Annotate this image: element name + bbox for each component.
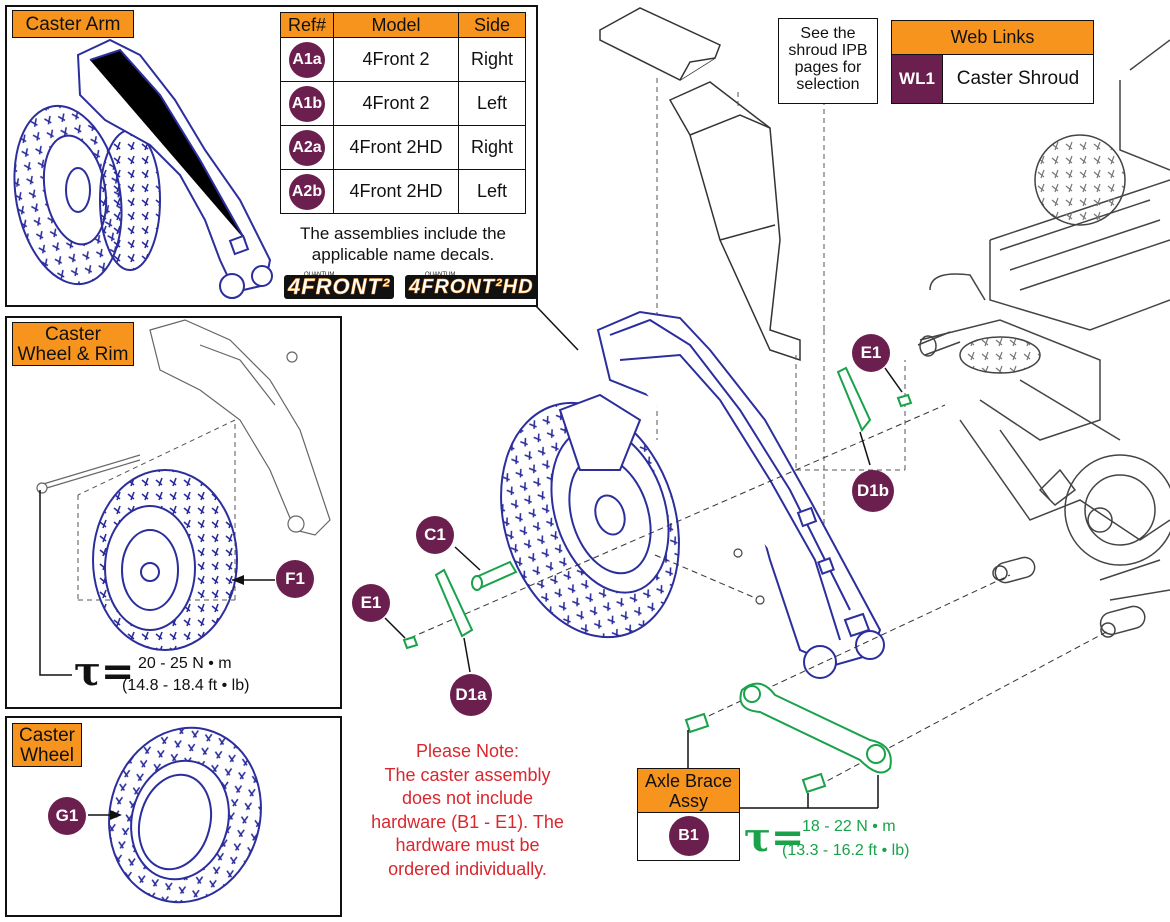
callout-leaders [384,367,903,673]
callout-d1b: D1b [852,470,894,512]
axle-brace-label: Axle Brace Assy [638,769,739,813]
caster-arm-panel [5,5,538,307]
note-line: Please Note: [415,741,520,761]
table-row: A1a 4Front 2 Right [280,37,526,82]
note-line: does not include [401,788,534,808]
torque-symbol-wheel: τ= [74,648,135,695]
brace-bolt-1 [684,712,710,734]
label-line2: Wheel & Rim [17,344,129,365]
caster-wheel-rim-label: Caster Wheel & Rim [12,322,134,366]
model-cell: 4Front 2HD [333,169,459,214]
ref-badge: A1b [289,85,325,122]
note-line: hardware must be [395,835,540,855]
callout-e1-left: E1 [352,584,390,622]
please-note-text: Please Note: The caster assembly does no… [355,740,580,881]
side-cell: Left [458,81,526,126]
side-cell: Right [458,125,526,170]
note-line: ordered individually. [388,858,547,879]
caster-arm-reference-table: Ref# Model Side A1a 4Front 2 Right A1b 4… [280,12,526,214]
model-cell: 4Front 2HD [333,125,459,170]
table-header-side: Side [458,12,526,38]
caster-wheel-label: Caster Wheel [12,723,82,767]
logo-text: 4FRONT²HD [405,275,538,299]
table-header-model: Model [333,12,459,38]
shroud-note-box: See the shroud IPB pages for selection [778,18,878,104]
chassis-illustration [917,39,1170,638]
inset-caster-arm-illustration [13,38,273,299]
brace-bolt-2 [801,772,827,794]
web-links-panel: Web Links WL1 Caster Shroud [891,20,1094,104]
caster-arm-leader-line [535,305,579,351]
shroud-note-line2: shroud IPB [788,42,868,59]
caster-arm-label: Caster Arm [12,10,134,38]
callout-e1-top: E1 [852,334,890,372]
axle-guide-lines [409,404,1111,791]
assembly-note-line2: applicable name decals. [311,245,495,264]
shroud-illustration [599,7,801,362]
label-line1: Caster [45,324,101,345]
label-line1: Caster [19,725,75,746]
ref-badge: A2b [289,173,325,210]
torque-symbol-brace: τ= [744,814,805,861]
web-link-ref-badge: WL1 [892,55,943,103]
e1-left-screw [402,635,419,650]
label-line2: Wheel [20,745,74,766]
callout-f1: F1 [276,560,314,598]
shroud-note-line4: selection [796,76,860,93]
e1-top-screw [896,393,913,408]
small-screws [733,548,765,605]
d1b-plate [836,366,872,432]
model-cell: 4Front 2 [333,37,459,82]
note-line: hardware (B1 - E1). The [371,811,564,832]
torque-ftlb-brace: (13.3 - 16.2 ft • lb) [782,842,910,859]
side-cell: Left [458,169,526,214]
table-row: A2a 4Front 2HD Right [280,125,526,170]
main-caster-wheel-illustration [500,393,680,639]
side-cell: Right [458,37,526,82]
4front2hd-logo: QUANTUM 4FRONT²HD [405,272,538,300]
caster-wheel-panel [5,716,342,917]
axle-brace-bar [739,682,892,774]
axle-brace-panel: Axle Brace Assy B1 [637,768,740,861]
logo-text: 4FRONT² [284,274,395,299]
web-link-label: Caster Shroud [956,68,1080,89]
torque-ftlb-wheel: (14.8 - 18.4 ft • lb) [122,677,250,694]
web-links-header: Web Links [892,21,1093,55]
web-link-caster-shroud[interactable]: WL1 Caster Shroud [892,55,1093,103]
main-caster-arm-illustration [596,310,885,679]
note-line: The caster assembly [384,764,551,785]
caster-wheel-rim-panel [5,316,342,709]
hardware-illustration [402,366,913,794]
ref-badge: A1a [289,41,325,78]
callout-c1: C1 [416,516,454,554]
ref-badge: A2a [289,129,325,166]
label-line2: Assy [668,791,708,811]
axle-brace-brackets [687,730,879,809]
table-row: A2b 4Front 2HD Left [280,169,526,214]
inset-wheel-rim-illustration [36,319,331,676]
model-cell: 4Front 2 [333,81,459,126]
table-row: A1b 4Front 2 Left [280,81,526,126]
label-line1: Axle Brace [644,771,733,791]
torque-nm-wheel: 20 - 25 N • m [138,655,232,672]
inset-caster-wheel-illustration [108,726,262,904]
table-header-ref: Ref# [280,12,334,38]
shroud-note-line3: pages for [794,59,862,76]
callout-d1a: D1a [450,674,492,716]
d1a-plate [434,568,474,638]
callout-g1: G1 [48,797,86,835]
torque-nm-brace: 18 - 22 N • m [802,818,896,835]
4front2-logo: QUANTUM 4FRONT² [284,272,400,300]
assembly-note-line1: The assemblies include the [299,224,506,243]
callout-b1: B1 [668,816,709,856]
shroud-note-line1: See the [800,25,856,42]
